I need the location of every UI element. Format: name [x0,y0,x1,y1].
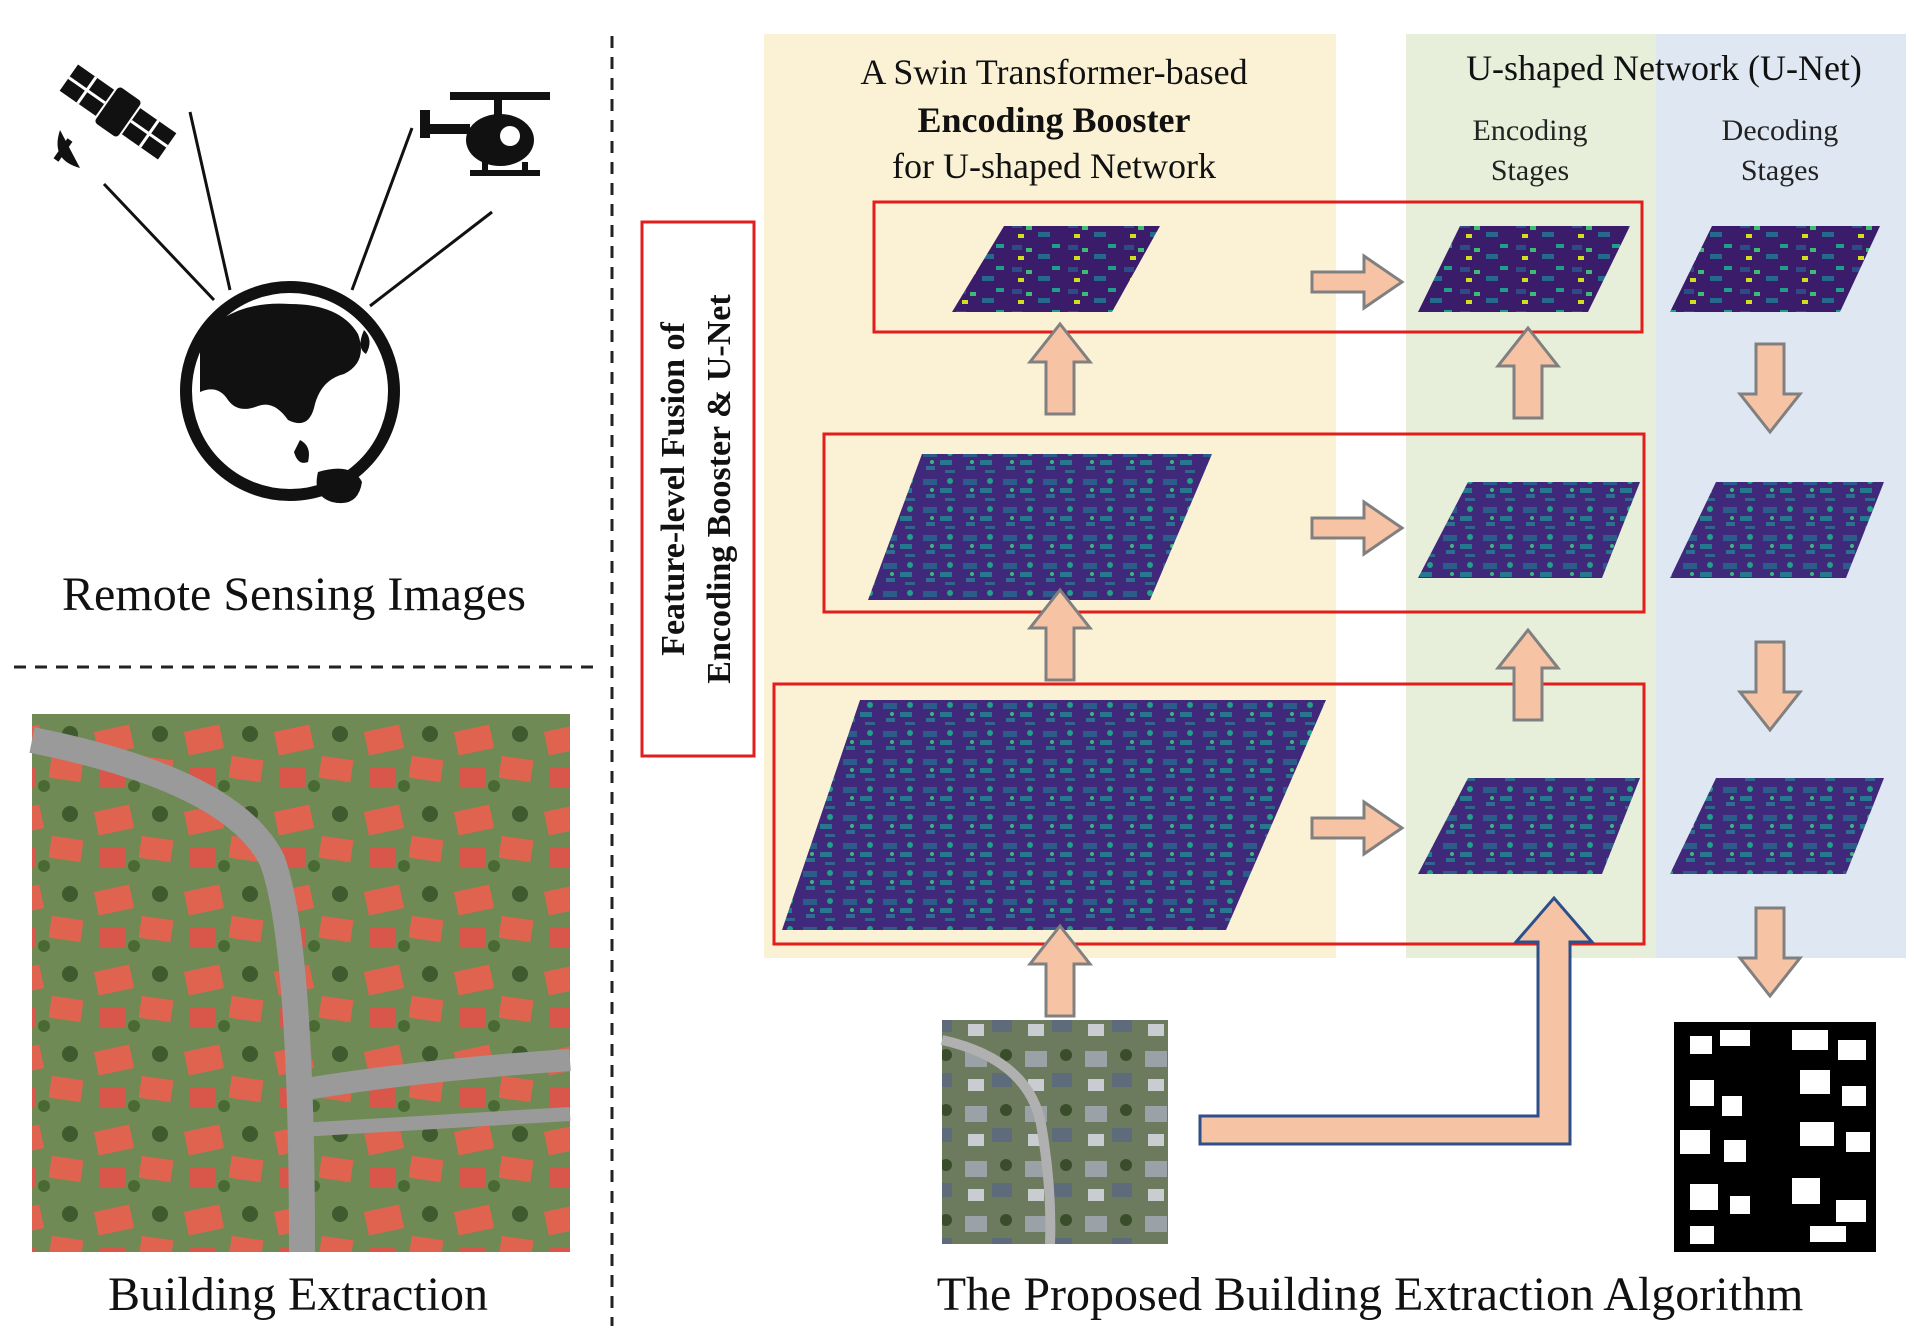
arrow-right-stage-3 [1310,253,1405,311]
signal-lines [102,111,493,308]
encoding-feature-map-1 [1418,778,1640,874]
decoding-label-line1: Decoding [1722,114,1839,147]
fusion-label-box [640,220,756,758]
arrow-up-booster-2 [1026,321,1094,416]
fusion-box-stage-2 [822,432,1646,614]
decoding-feature-map-1 [1670,778,1884,874]
encoding-label-line2: Stages [1491,154,1569,187]
globe-icon [180,281,400,504]
fusion-box-stage-3 [872,200,1644,334]
arrow-up-input [1026,923,1094,1018]
arrow-right-stage-2 [1310,499,1405,557]
arrow-up-encoding-1 [1494,627,1562,722]
arrow-right-stage-1 [1310,799,1405,857]
satellite-icon [53,64,177,168]
arrow-down-decoding-2 [1736,640,1804,733]
booster-feature-map-1 [782,700,1326,930]
fusion-box-stage-1 [772,682,1646,946]
booster-title-line1: A Swin Transformer-based [860,52,1247,92]
fusion-label-line2: Encoding Booster & U-Net [701,294,738,684]
building-extraction-title: Building Extraction [108,1268,488,1321]
flow-arrows [1026,253,1804,1018]
encoding-label-line1: Encoding [1473,114,1588,147]
arrow-down-decoding-3 [1736,342,1804,435]
unet-title: U-shaped Network (U-Net) [1466,48,1862,88]
encoding-feature-map-3 [1418,226,1630,312]
arrow-up-booster-1 [1026,587,1094,682]
decoding-label-line2: Stages [1741,154,1819,187]
booster-title-line3: for U-shaped Network [892,146,1216,186]
decoding-feature-map-3 [1670,226,1880,312]
output-building-mask [1674,1022,1876,1252]
aerial-image [29,714,571,1253]
arrow-up-encoding-2 [1494,325,1562,420]
booster-feature-map-2 [868,454,1212,600]
arrow-down-output [1736,906,1804,999]
booster-feature-map-3 [952,226,1160,312]
decoding-feature-map-2 [1670,482,1884,578]
remote-sensing-title: Remote Sensing Images [62,568,526,621]
encoding-feature-map-2 [1418,482,1640,578]
algorithm-title: The Proposed Building Extraction Algorit… [937,1268,1804,1321]
input-skip-arrow [1198,895,1596,1146]
helicopter-icon [420,92,550,176]
fusion-label-line1: Feature-level Fusion of [655,322,692,656]
booster-title-line2: Encoding Booster [917,100,1190,140]
